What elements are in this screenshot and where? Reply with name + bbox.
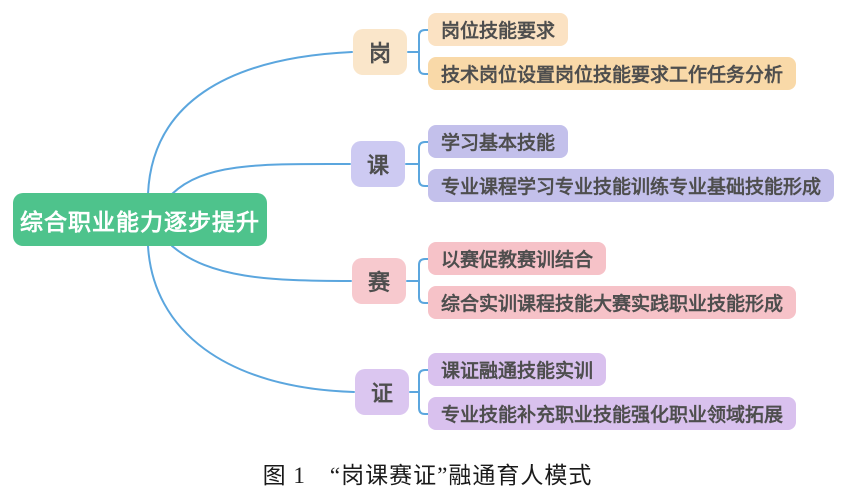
curve-root-to-zheng <box>147 245 355 393</box>
branch-label-sai[interactable]: 赛 <box>352 258 406 304</box>
sai-child-practical-training[interactable]: 综合实训课程技能大赛实践职业技能形成 <box>428 286 797 319</box>
root-node[interactable]: 综合职业能力逐步提升 <box>13 193 267 246</box>
branch-label-gang[interactable]: 岗 <box>353 29 407 75</box>
gang-child-skill-requirements[interactable]: 岗位技能要求 <box>428 13 569 46</box>
branch-label-zheng[interactable]: 证 <box>355 369 409 415</box>
bracket-gang <box>407 29 429 75</box>
zheng-child-skill-expansion[interactable]: 专业技能补充职业技能强化职业领域拓展 <box>428 397 797 430</box>
ke-child-basic-skills[interactable]: 学习基本技能 <box>428 125 569 158</box>
figure-caption: 图 1 “岗课赛证”融通育人模式 <box>262 463 593 488</box>
curve-root-to-sai <box>171 245 352 282</box>
curve-root-to-ke <box>171 162 351 195</box>
sai-child-competition-teaching[interactable]: 以赛促教赛训结合 <box>428 242 607 275</box>
bracket-ke <box>405 141 429 187</box>
gang-child-task-analysis[interactable]: 技术岗位设置岗位技能要求工作任务分析 <box>428 57 797 90</box>
curve-root-to-gang <box>147 51 353 195</box>
bracket-sai <box>406 258 429 304</box>
bracket-zheng <box>409 369 429 415</box>
branch-label-ke[interactable]: 课 <box>351 141 405 187</box>
ke-child-course-training[interactable]: 专业课程学习专业技能训练专业基础技能形成 <box>428 169 835 202</box>
zheng-child-cert-integration[interactable]: 课证融通技能实训 <box>428 353 607 386</box>
